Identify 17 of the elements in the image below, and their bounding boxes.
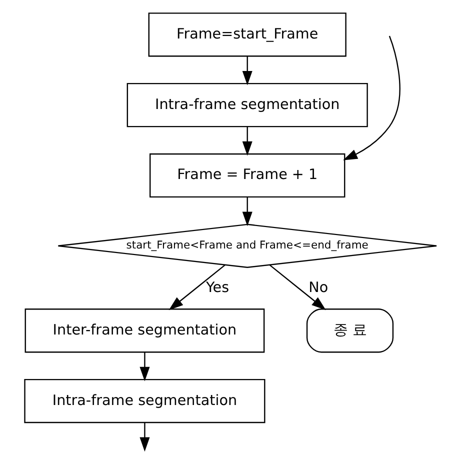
node-diamond: start_Frame<Frame and Frame<=end_frame — [58, 224, 438, 268]
node-box: 종 료 — [306, 308, 394, 353]
edge-label: No — [308, 280, 328, 296]
node-box: Frame=start_Frame — [148, 12, 346, 57]
arrow — [242, 126, 252, 156]
arrow — [242, 56, 252, 86]
arrow — [242, 197, 252, 226]
arrow — [343, 36, 400, 160]
arrow — [140, 352, 150, 382]
node-box: Inter-frame segmentation — [24, 308, 265, 353]
edge-label: Yes — [206, 280, 230, 296]
arrow — [168, 264, 226, 310]
node-box: Intra-frame segmentation — [126, 82, 368, 128]
arrow — [269, 264, 326, 310]
arrow — [140, 422, 150, 452]
node-box: Intra-frame segmentation — [24, 378, 266, 424]
node-box: Frame = Frame + 1 — [150, 153, 346, 198]
